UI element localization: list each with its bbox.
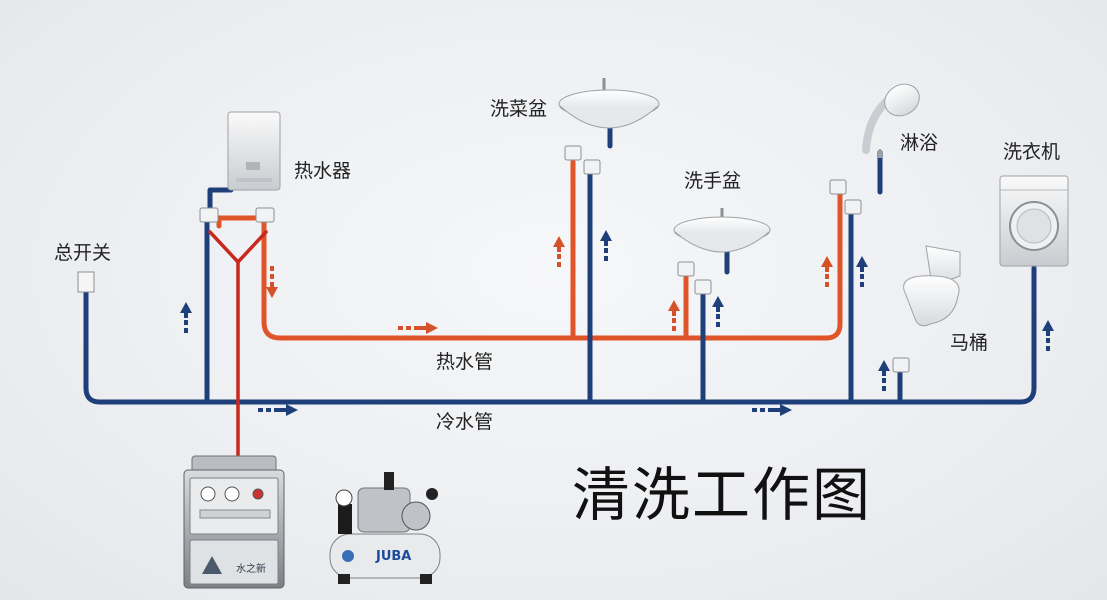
cold-water-pipe [83, 117, 1037, 405]
compressor-brand-text: JUBA [375, 549, 411, 564]
label-veg-basin: 洗菜盆 [490, 98, 548, 120]
label-hand-basin: 洗手盆 [684, 170, 742, 192]
air-compressor: JUBA [329, 472, 441, 584]
label-cold-pipe: 冷水管 [436, 411, 494, 433]
label-toilet: 马桶 [950, 332, 989, 354]
pipe-cleaning-machine: 水之新 [183, 455, 285, 589]
washing-machine-icon [999, 175, 1069, 267]
label-hot-pipe: 热水管 [436, 351, 494, 373]
water-heater-icon [227, 111, 281, 191]
page-title: 清洗工作图 [572, 461, 873, 529]
main-switch-icon [77, 271, 95, 293]
label-shower: 淋浴 [900, 132, 939, 154]
hot-water-pipe [216, 159, 843, 341]
flow-arrows [180, 230, 1054, 416]
cleaner-feed-line [208, 230, 268, 462]
hand-basin-icon [673, 208, 771, 253]
cleaner-brand-text: 水之新 [236, 562, 266, 575]
label-water-heater: 热水器 [294, 160, 352, 182]
toilet-icon [903, 245, 961, 327]
label-main-switch: 总开关 [54, 242, 112, 264]
shower-icon [862, 83, 920, 158]
veg-basin-icon [558, 78, 660, 129]
label-washing-machine: 洗衣机 [1003, 141, 1061, 163]
